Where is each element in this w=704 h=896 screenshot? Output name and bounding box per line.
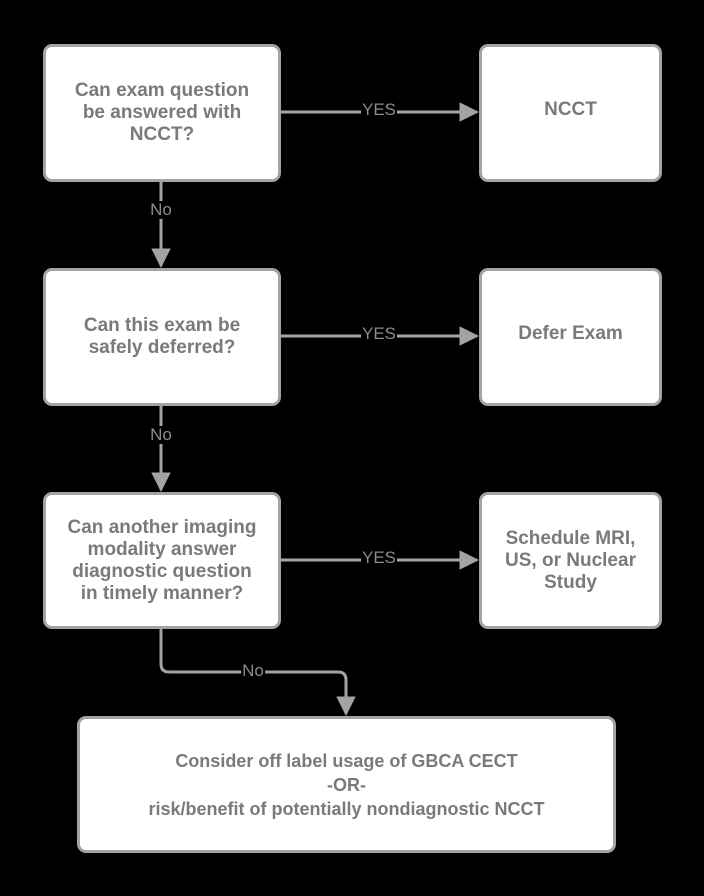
edge-label-no: No [149, 425, 173, 444]
outcome-node-ncct: NCCT [479, 44, 662, 182]
outcome-node-gbca-or-ncct: Consider off label usage of GBCA CECT -O… [77, 716, 616, 853]
edge-label-yes: YES [360, 548, 398, 567]
node-label: Can another imaging modality answer diag… [67, 516, 257, 604]
decision-node-ncct-answerable: Can exam question be answered with NCCT? [43, 44, 281, 182]
outcome-node-defer-exam: Defer Exam [479, 268, 662, 406]
edge-label-yes: YES [360, 100, 398, 119]
decision-node-other-modality: Can another imaging modality answer diag… [43, 492, 281, 629]
node-label: Defer Exam [518, 323, 623, 344]
node-label: Can this exam be safely deferred? [83, 315, 241, 358]
outcome-node-schedule-alternative: Schedule MRI, US, or Nuclear Study [479, 492, 662, 629]
edge-label-no: No [149, 200, 173, 219]
node-label: NCCT [544, 99, 597, 120]
edge-label-yes: YES [360, 324, 398, 343]
edge-label-no: No [241, 661, 265, 680]
node-label: Schedule MRI, US, or Nuclear Study [505, 527, 636, 593]
decision-node-safely-deferred: Can this exam be safely deferred? [43, 268, 281, 406]
node-label: Can exam question be answered with NCCT? [74, 80, 250, 145]
node-label: Consider off label usage of GBCA CECT -O… [148, 750, 545, 819]
